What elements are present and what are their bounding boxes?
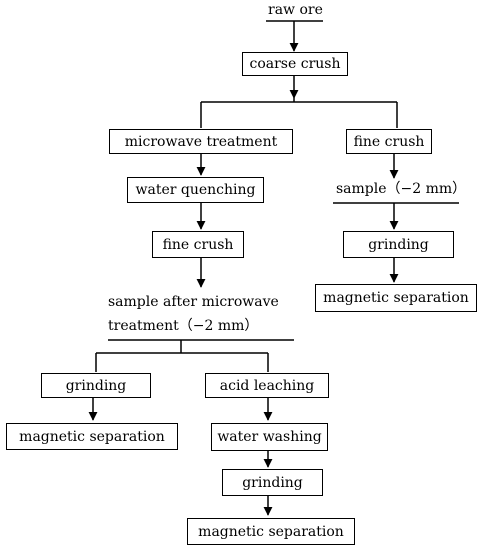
water-quenching-box: water quenching <box>127 177 264 203</box>
sample-after-microwave-line2: treatment（−2 mm） <box>108 318 259 334</box>
acid-leaching-box: acid leaching <box>205 373 329 398</box>
grinding-left-box: grinding <box>41 373 151 398</box>
raw-ore-label: raw ore <box>268 2 323 18</box>
grinding-bottom-box: grinding <box>222 469 323 496</box>
sample-right-label: sample（−2 mm） <box>336 181 467 197</box>
water-washing-box: water washing <box>211 423 328 451</box>
sample-after-microwave-line1: sample after microwave <box>108 294 279 310</box>
magnetic-separation-right-box: magnetic separation <box>315 284 477 312</box>
fine-crush-left-box: fine crush <box>152 231 244 258</box>
microwave-treatment-box: microwave treatment <box>109 129 293 154</box>
grinding-right-box: grinding <box>343 231 454 258</box>
fine-crush-right-box: fine crush <box>346 129 432 154</box>
coarse-crush-box: coarse crush <box>242 52 348 76</box>
magnetic-separation-left-box: magnetic separation <box>6 423 178 450</box>
magnetic-separation-bottom-box: magnetic separation <box>187 518 355 545</box>
